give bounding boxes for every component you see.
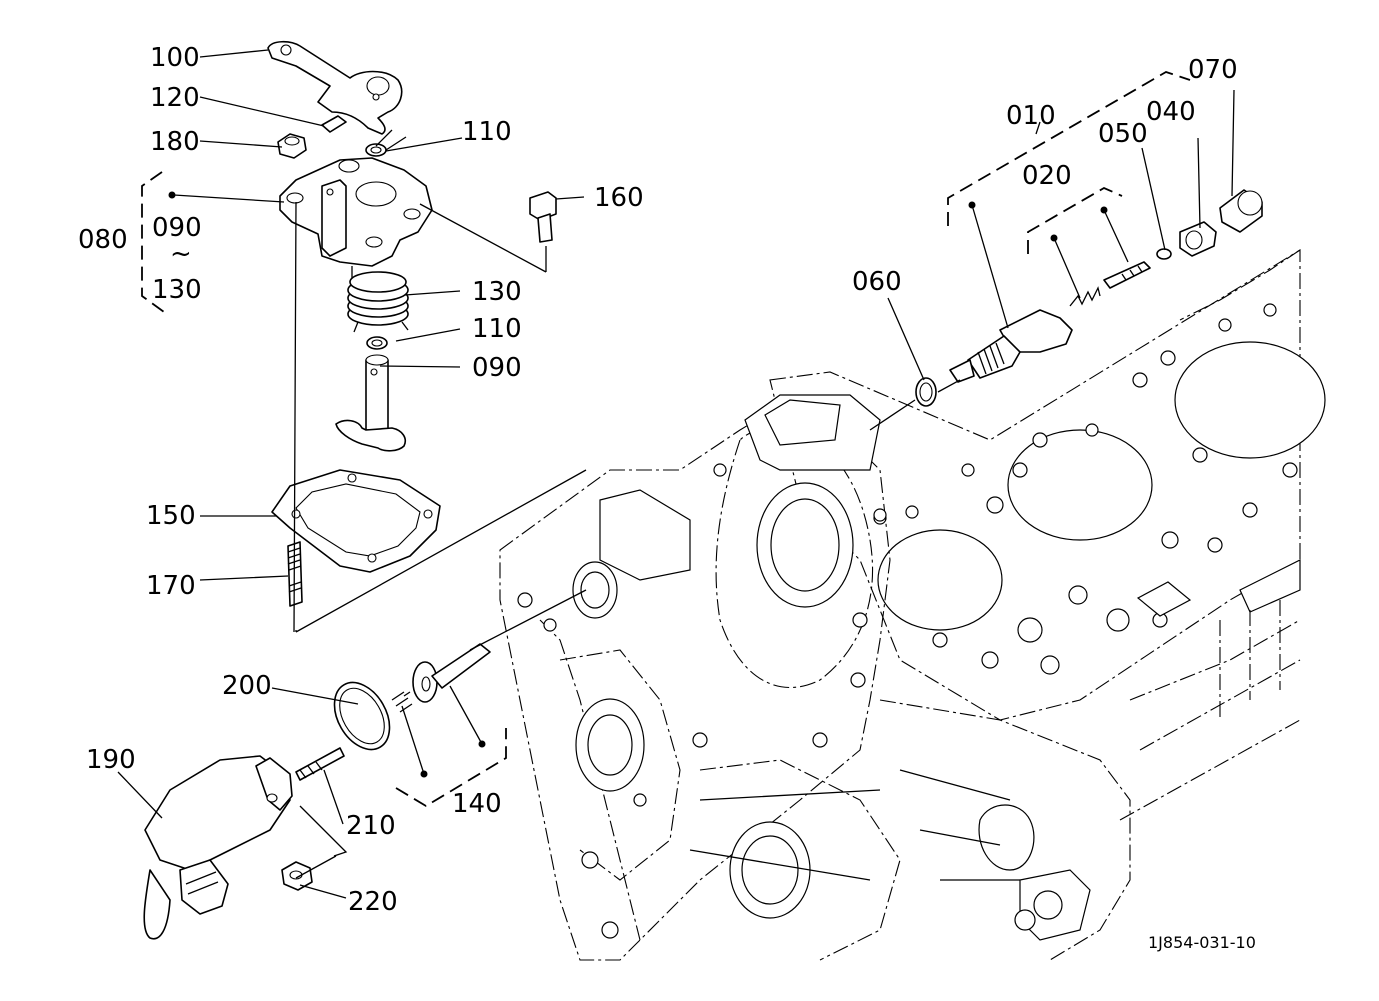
part-140-plunger <box>391 643 491 713</box>
label-140: 140 <box>452 789 502 819</box>
part-070-cap <box>1219 189 1263 233</box>
label-040: 040 <box>1146 97 1196 127</box>
label-070: 070 <box>1188 55 1238 85</box>
solenoid-assembly <box>117 589 587 940</box>
part-010-body <box>949 309 1073 383</box>
label-090-range-start: 090 <box>152 213 202 243</box>
label-100: 100 <box>150 43 200 73</box>
label-010: 010 <box>1006 101 1056 131</box>
valve-assembly-010 <box>869 71 1263 431</box>
bracket-010 <box>947 71 1191 226</box>
part-220-nut <box>281 861 313 891</box>
part-080-cover <box>279 157 433 267</box>
part-050-o-ring <box>1156 248 1172 260</box>
label-050: 050 <box>1098 119 1148 149</box>
label-200: 200 <box>222 671 272 701</box>
part-labels: 100 120 180 080 090 ~ 130 110 160 130 11… <box>78 43 1256 952</box>
label-080: 080 <box>78 225 128 255</box>
label-130-range-end: 130 <box>152 275 202 305</box>
label-110-upper: 110 <box>462 117 512 147</box>
label-190: 190 <box>86 745 136 775</box>
label-120: 120 <box>150 83 200 113</box>
label-170: 170 <box>146 571 196 601</box>
label-range-tilde: ~ <box>170 239 192 269</box>
label-210: 210 <box>346 811 396 841</box>
governor-lever-assembly <box>141 40 587 633</box>
gasket-holes <box>873 303 1298 675</box>
part-100-lever <box>267 40 403 135</box>
part-040-nut <box>1179 221 1217 257</box>
label-130: 130 <box>472 277 522 307</box>
label-180: 180 <box>150 127 200 157</box>
part-210-shaft <box>295 747 345 781</box>
drawing-code: 1J854-031-10 <box>1148 933 1256 952</box>
part-160-bolt <box>529 191 557 243</box>
label-110-lower: 110 <box>472 314 522 344</box>
engine-block <box>499 249 1326 961</box>
part-130-spring <box>347 266 409 333</box>
bracket-080 <box>141 171 165 313</box>
part-190-solenoid <box>143 755 293 940</box>
bracket-020 <box>1027 186 1123 254</box>
part-090-shaft <box>335 354 407 452</box>
label-090: 090 <box>472 353 522 383</box>
part-120-pin <box>321 115 347 133</box>
label-160: 160 <box>594 183 644 213</box>
part-180-nut <box>277 133 307 159</box>
label-020: 020 <box>1022 161 1072 191</box>
label-150: 150 <box>146 501 196 531</box>
label-060: 060 <box>852 267 902 297</box>
label-220: 220 <box>348 887 398 917</box>
part-020-spring <box>1069 261 1151 307</box>
